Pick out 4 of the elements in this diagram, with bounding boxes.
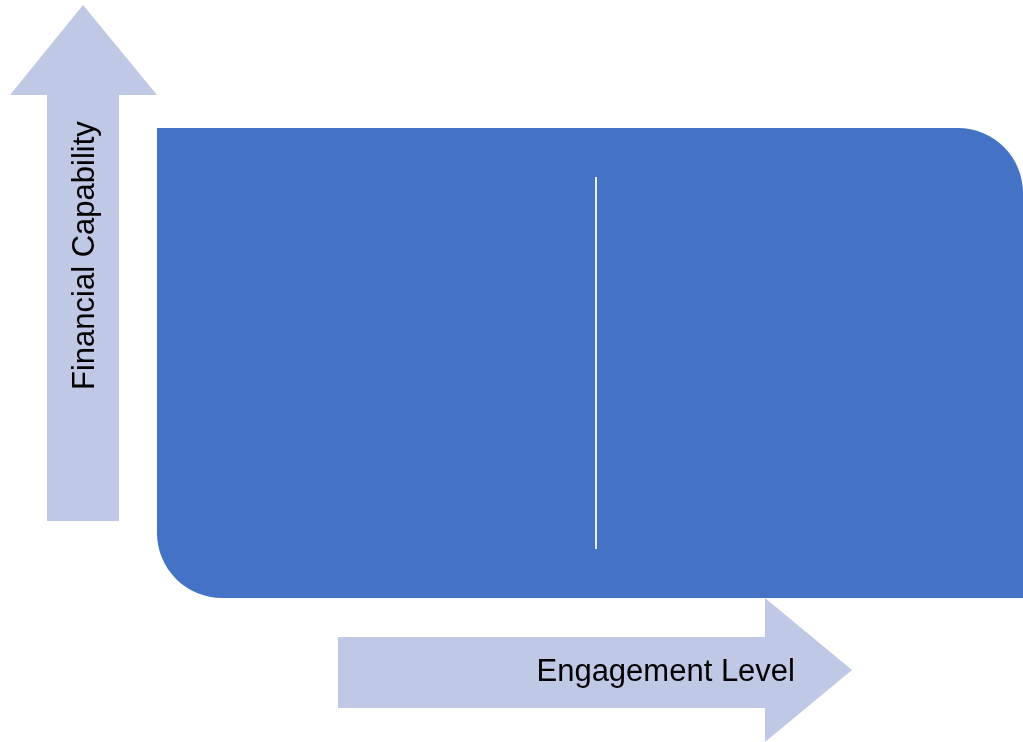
axis-label: Engagement Level <box>536 654 795 686</box>
axis-arrow <box>10 5 157 521</box>
axis-label: Financial Capability <box>67 121 99 390</box>
axis-arrow <box>338 598 852 742</box>
